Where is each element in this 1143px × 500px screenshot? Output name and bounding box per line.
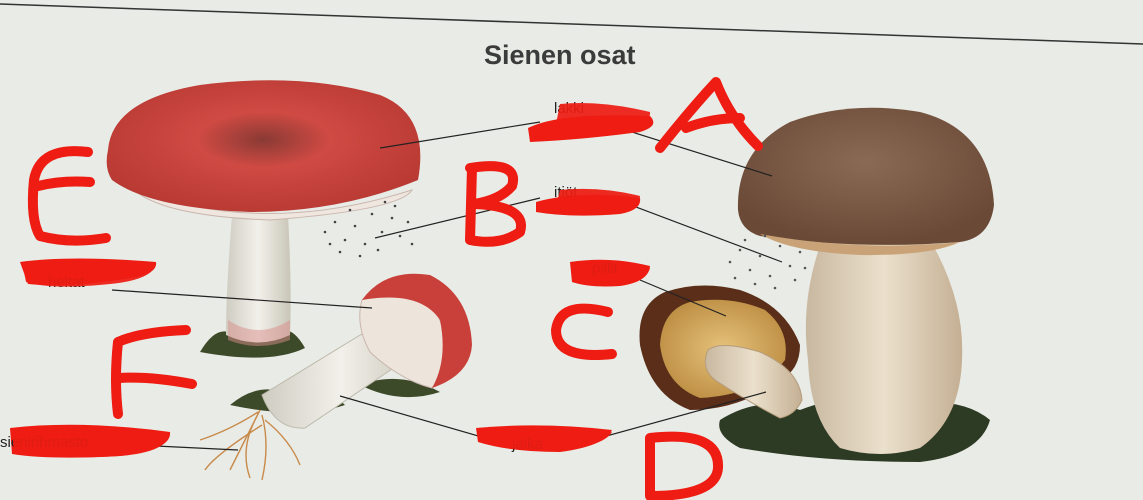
label-heltat: heltat: [48, 274, 85, 291]
label-jalka: jalka: [512, 436, 543, 453]
letter-D: [645, 431, 723, 500]
russula-large: [106, 80, 421, 358]
bolete-small: [639, 285, 803, 419]
label-pillit: pillit: [592, 260, 618, 277]
letter-B: [465, 161, 526, 247]
letter-C: [551, 303, 617, 360]
redaction-jalka: [476, 425, 612, 452]
page-rule: [0, 3, 1143, 45]
bolete-large: [719, 107, 994, 462]
redaction-itiöt: [536, 194, 641, 216]
handwritten-letters: [27, 77, 763, 500]
label-lakki: lakki: [554, 100, 585, 117]
label-rihmasto: sienirihmasto: [0, 434, 89, 451]
redaction-lakki: [528, 115, 654, 142]
spores-left: [323, 200, 414, 258]
label-itiöt: itiöt: [554, 184, 578, 201]
letter-F: [111, 325, 197, 419]
diagram-title: Sienen osat: [484, 40, 636, 70]
redaction-heltat: [20, 258, 157, 286]
letter-E: [27, 146, 111, 246]
russula-small: [199, 273, 472, 481]
spores-right: [728, 234, 807, 290]
letter-A: [655, 77, 763, 153]
